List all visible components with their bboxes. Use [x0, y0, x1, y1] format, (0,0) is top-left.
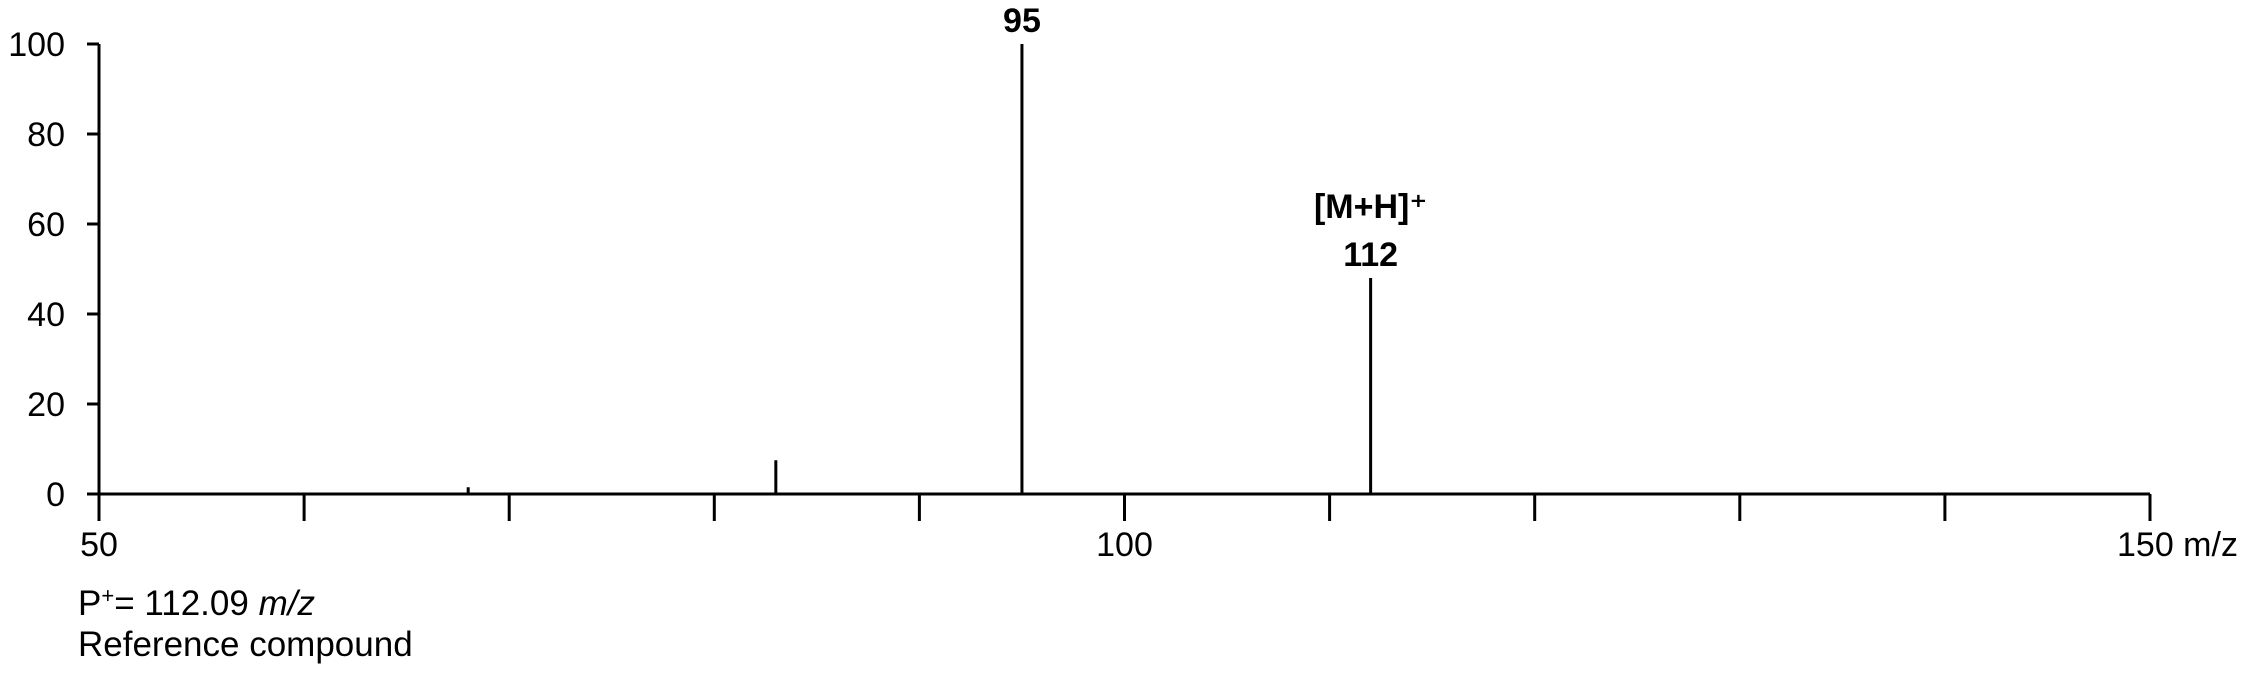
peak-label: 95: [1003, 2, 1041, 40]
chart-peaks: [466, 44, 1373, 494]
parent-ion-prefix: P: [78, 584, 102, 623]
y-tick-label: 0: [46, 476, 65, 514]
y-tick-label: 100: [8, 26, 65, 64]
parent-ion-unit: m/z: [258, 584, 315, 623]
chart-labels: 95 [M+H]⁺ 112: [1003, 2, 1427, 274]
x-tick-label: 150 m/z: [2117, 526, 2238, 564]
peak-label: [M+H]⁺: [1314, 188, 1427, 226]
x-tick-label: 100: [1096, 526, 1153, 564]
y-tick-label: 60: [27, 206, 65, 244]
x-tick-label: 50: [80, 526, 118, 564]
chart-axes: 0 20 40 60 80 100 50 100 150 m/z: [8, 26, 2238, 564]
y-tick-label: 40: [27, 296, 65, 334]
parent-ion-value: = 112.09: [114, 584, 259, 623]
peak-label: 112: [1343, 236, 1398, 274]
y-tick-label: 20: [27, 386, 65, 424]
y-tick-label: 80: [27, 116, 65, 154]
parent-ion-note: P+= 112.09 m/z: [78, 576, 315, 624]
compound-label: Reference compound: [78, 625, 413, 664]
parent-ion-charge: +: [101, 583, 115, 608]
